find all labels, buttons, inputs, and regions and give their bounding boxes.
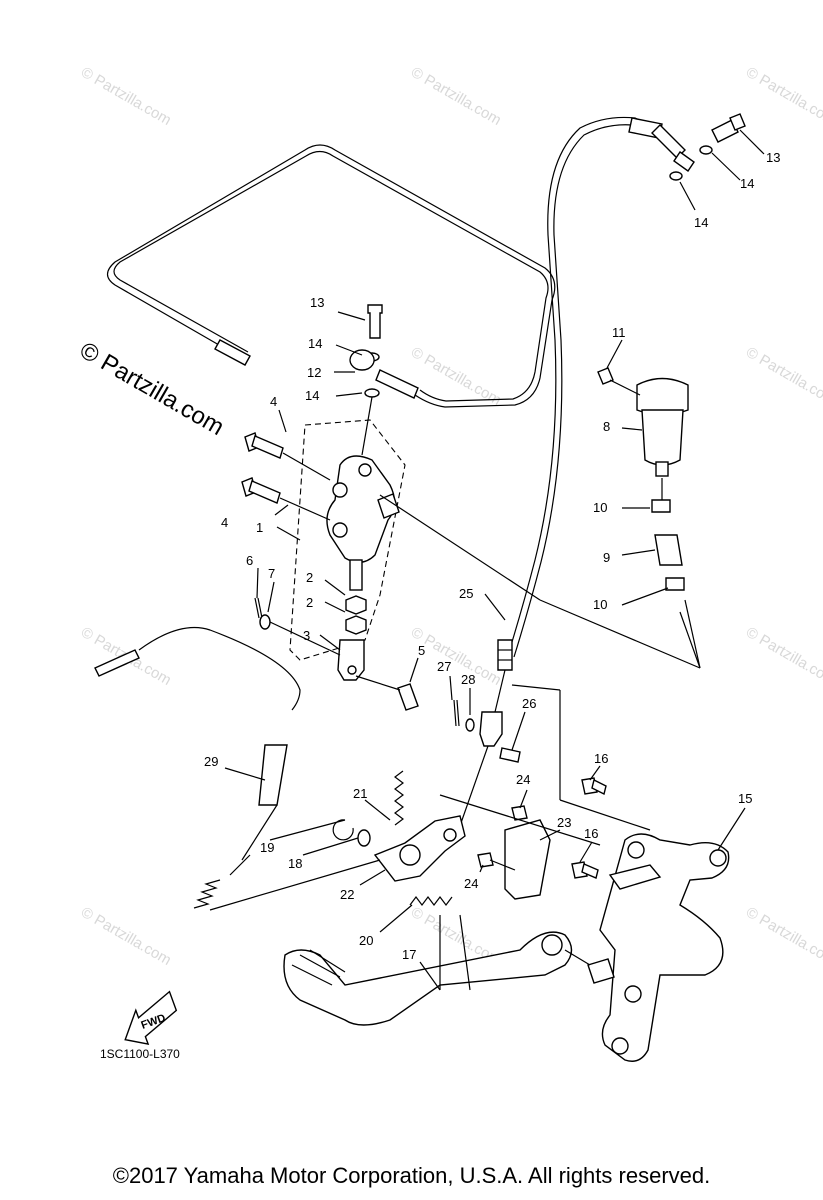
watermark: © Partzilla.com — [743, 344, 823, 409]
callout-23: 23 — [557, 815, 571, 830]
pin — [397, 683, 419, 711]
callout-16: 16 — [594, 751, 608, 766]
crush-washer — [669, 171, 683, 181]
callout-28: 28 — [461, 672, 475, 687]
nut — [345, 615, 367, 635]
banjo-fitting — [349, 349, 375, 371]
hose-clamp — [651, 499, 671, 513]
crush-washer — [699, 145, 713, 155]
adjuster — [497, 639, 513, 671]
callout-20: 20 — [359, 933, 373, 948]
watermark: © Partzilla.com — [78, 64, 174, 129]
callout-labels: 1 2 2 3 4 4 5 6 7 8 9 10 10 11 12 13 13 … — [204, 150, 780, 962]
return-spring — [409, 896, 453, 906]
hose-clamp — [665, 577, 685, 591]
callout-15: 15 — [738, 791, 752, 806]
watermark: © Partzilla.com — [743, 64, 823, 129]
circlip — [332, 819, 354, 841]
callout-27: 27 — [437, 659, 451, 674]
callout-19: 19 — [260, 840, 274, 855]
callout-17: 17 — [402, 947, 416, 962]
callout-14: 14 — [694, 215, 708, 230]
callout-2: 2 — [306, 595, 313, 610]
callout-11: 11 — [612, 325, 626, 340]
washer — [465, 718, 475, 732]
bracket — [504, 819, 551, 900]
washer — [259, 614, 271, 630]
callout-5: 5 — [418, 643, 425, 658]
callout-8: 8 — [603, 419, 610, 434]
watermark: © Partzilla.com — [743, 904, 823, 969]
brake-rod-clevis — [479, 711, 503, 747]
pin — [499, 747, 521, 763]
callout-10: 10 — [593, 597, 607, 612]
union-bolt — [367, 304, 383, 339]
leader-lines — [224, 129, 765, 991]
union-bolt — [711, 119, 739, 143]
callout-22: 22 — [340, 887, 354, 902]
callout-10: 10 — [593, 500, 607, 515]
callout-13: 13 — [310, 295, 324, 310]
diagram-code: 1SC1100-L370 — [100, 1047, 180, 1061]
spring — [394, 770, 404, 826]
callout-21: 21 — [353, 786, 367, 801]
callout-26: 26 — [522, 696, 536, 711]
callout-4: 4 — [221, 515, 228, 530]
bolt — [477, 852, 494, 868]
copyright-notice: ©2017 Yamaha Motor Corporation, U.S.A. A… — [112, 1163, 711, 1188]
callout-7: 7 — [268, 566, 275, 581]
fwd-arrow-icon: FWD — [124, 990, 178, 1046]
assembly-outline — [289, 419, 406, 661]
clevis — [337, 639, 365, 681]
cotter-pin — [254, 597, 263, 619]
callout-4: 4 — [270, 394, 277, 409]
callout-29: 29 — [204, 754, 218, 769]
callout-3: 3 — [303, 628, 310, 643]
cotter-pin — [453, 699, 460, 727]
brake-pedal — [283, 931, 573, 1026]
callout-24: 24 — [516, 772, 530, 787]
switch-cable — [94, 649, 140, 677]
callout-6: 6 — [246, 553, 253, 568]
callout-14: 14 — [308, 336, 322, 351]
reservoir-hose — [654, 534, 683, 566]
upper-brake-hose — [547, 116, 651, 341]
watermark: © Partzilla.com — [78, 904, 174, 969]
callout-24: 24 — [464, 876, 478, 891]
callout-1: 1 — [256, 520, 263, 535]
watermark: © Partzilla.com — [408, 64, 504, 129]
callout-18: 18 — [288, 856, 302, 871]
callout-25: 25 — [459, 586, 473, 601]
brake-switch-spring — [193, 879, 221, 909]
partzilla-watermark: © Partzilla.com — [75, 337, 229, 441]
callout-16: 16 — [584, 826, 598, 841]
washer — [357, 829, 371, 847]
callout-2: 2 — [306, 570, 313, 585]
watermark: © Partzilla.com — [743, 624, 823, 689]
hose-end-fitting — [214, 339, 251, 366]
callout-9: 9 — [603, 550, 610, 565]
footrest-bracket — [599, 833, 730, 1062]
callout-13: 13 — [766, 150, 780, 165]
screw — [597, 367, 614, 385]
nut — [345, 595, 367, 615]
reservoir — [641, 409, 684, 466]
pivot-arm — [373, 815, 466, 882]
callout-14: 14 — [305, 388, 319, 403]
callout-12: 12 — [307, 365, 321, 380]
brake-hose — [106, 144, 556, 408]
callout-14: 14 — [740, 176, 754, 191]
